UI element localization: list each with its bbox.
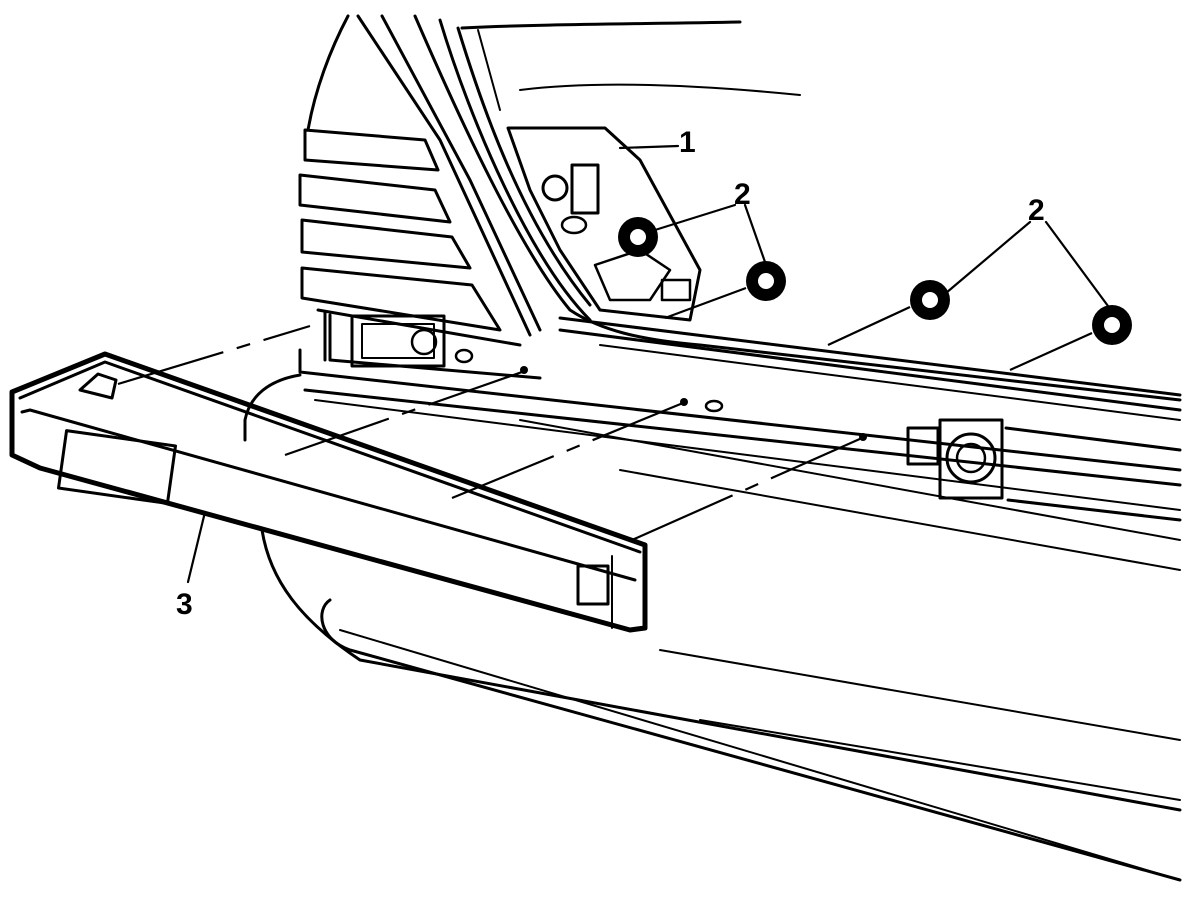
nut-d [1092, 305, 1132, 345]
callout-2-left: 2 [734, 178, 751, 211]
rear-quarter-outline [306, 14, 1182, 421]
assembly-lines [117, 286, 1093, 542]
nut-b [746, 261, 786, 301]
bumper-strip [9, 351, 648, 633]
leader-lines [186, 144, 1110, 584]
callout-1: 1 [679, 126, 696, 159]
license-lamp [906, 418, 1182, 522]
nut-c [910, 280, 950, 320]
rear-panel [243, 313, 1182, 882]
callout-3: 3 [176, 588, 193, 621]
callout-2-right: 2 [1028, 194, 1045, 227]
nut-a [618, 217, 658, 257]
